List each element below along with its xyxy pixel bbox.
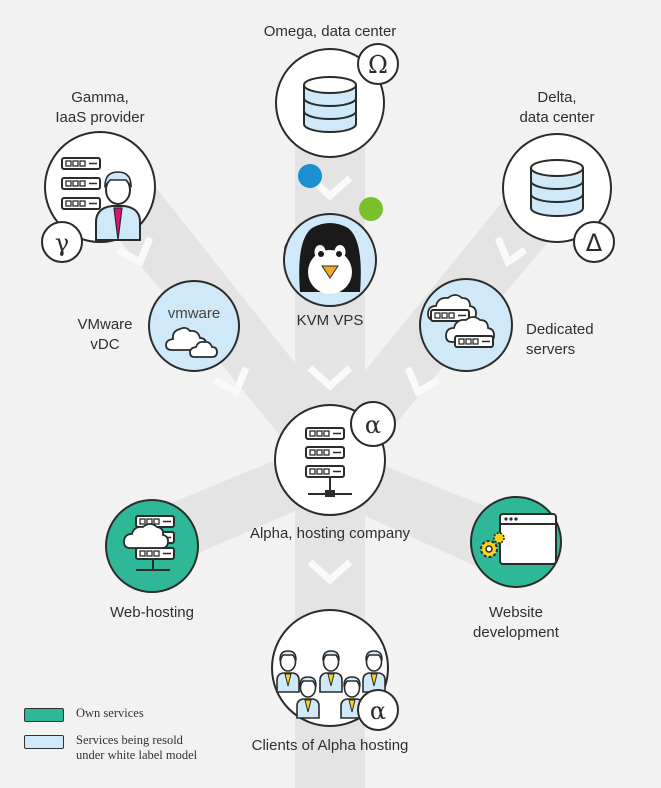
- label-clients: Clients of Alpha hosting: [251, 737, 409, 754]
- label-dedicated: Dedicated servers: [526, 320, 646, 360]
- vmware-logo: vmware: [168, 305, 221, 322]
- server-rack-icon: [305, 427, 352, 497]
- svg-text:α: α: [365, 411, 381, 439]
- label-gamma-line2: IaaS provider: [55, 109, 145, 126]
- legend-own-label: Own services: [76, 706, 144, 720]
- node-dedicated[interactable]: [419, 278, 513, 372]
- label-vmware: VMware vDC: [60, 315, 150, 355]
- label-alpha: Alpha, hosting company: [249, 525, 411, 542]
- node-webhosting[interactable]: [105, 499, 199, 593]
- legend-own: Own services: [24, 706, 144, 722]
- omega-badge: Ω: [357, 43, 399, 85]
- legend-resold-swatch: [24, 735, 64, 749]
- penguin-icon: [299, 223, 361, 294]
- node-alpha[interactable]: α: [274, 401, 396, 516]
- delta-badge: Δ: [573, 221, 615, 263]
- legend-resold-label: Services being resold under white label …: [76, 733, 197, 763]
- label-gamma-line1: Gamma,: [71, 89, 129, 106]
- label-dedicated-line1: Dedicated: [526, 321, 594, 338]
- label-delta-line1: Delta,: [537, 89, 577, 106]
- svg-text:α: α: [370, 697, 386, 725]
- cloud-server-icon: [427, 294, 495, 348]
- label-omega: Omega, data center: [263, 23, 397, 40]
- label-webdev: Website development: [456, 603, 576, 643]
- dot-green: [359, 197, 383, 221]
- node-kvm[interactable]: [283, 213, 377, 307]
- label-delta-line2: data center: [519, 109, 595, 126]
- node-webdev[interactable]: [470, 496, 562, 588]
- legend-resold-line2: under white label model: [76, 748, 198, 762]
- node-delta[interactable]: Δ: [502, 133, 615, 263]
- node-gamma[interactable]: γ: [41, 131, 156, 263]
- label-delta: Delta, data center: [487, 88, 627, 128]
- clients-alpha-badge: α: [357, 689, 399, 731]
- alpha-badge: α: [350, 401, 396, 447]
- dot-blue: [298, 164, 322, 188]
- node-omega[interactable]: Ω: [275, 43, 399, 158]
- legend-resold-line1: Services being resold: [76, 733, 183, 747]
- label-webhosting: Web-hosting: [110, 604, 194, 621]
- label-dedicated-line2: servers: [526, 341, 576, 358]
- legend-resold: Services being resold under white label …: [24, 733, 197, 763]
- label-webdev-line2: development: [473, 624, 559, 641]
- label-kvm: KVM VPS: [296, 312, 364, 329]
- node-clients[interactable]: α: [271, 609, 399, 731]
- browser-gear-icon: [480, 513, 557, 565]
- cloud-server-icon: [123, 515, 175, 571]
- svg-text:γ: γ: [55, 229, 69, 257]
- svg-text:Ω: Ω: [368, 51, 388, 79]
- label-vmware-line1: VMware: [77, 316, 133, 333]
- cloud-icon: [165, 326, 218, 358]
- database-icon: [530, 159, 584, 217]
- gamma-badge: γ: [41, 221, 83, 263]
- legend-own-swatch: [24, 708, 64, 722]
- database-icon: [303, 76, 357, 133]
- label-vmware-line2: vDC: [90, 336, 120, 353]
- label-webdev-line1: Website: [489, 604, 543, 621]
- label-gamma: Gamma, IaaS provider: [30, 88, 170, 128]
- server-admin-icon: [61, 157, 141, 241]
- svg-text:Δ: Δ: [586, 229, 603, 257]
- node-vmware[interactable]: vmware: [148, 280, 240, 372]
- flow-chevrons: [116, 175, 528, 585]
